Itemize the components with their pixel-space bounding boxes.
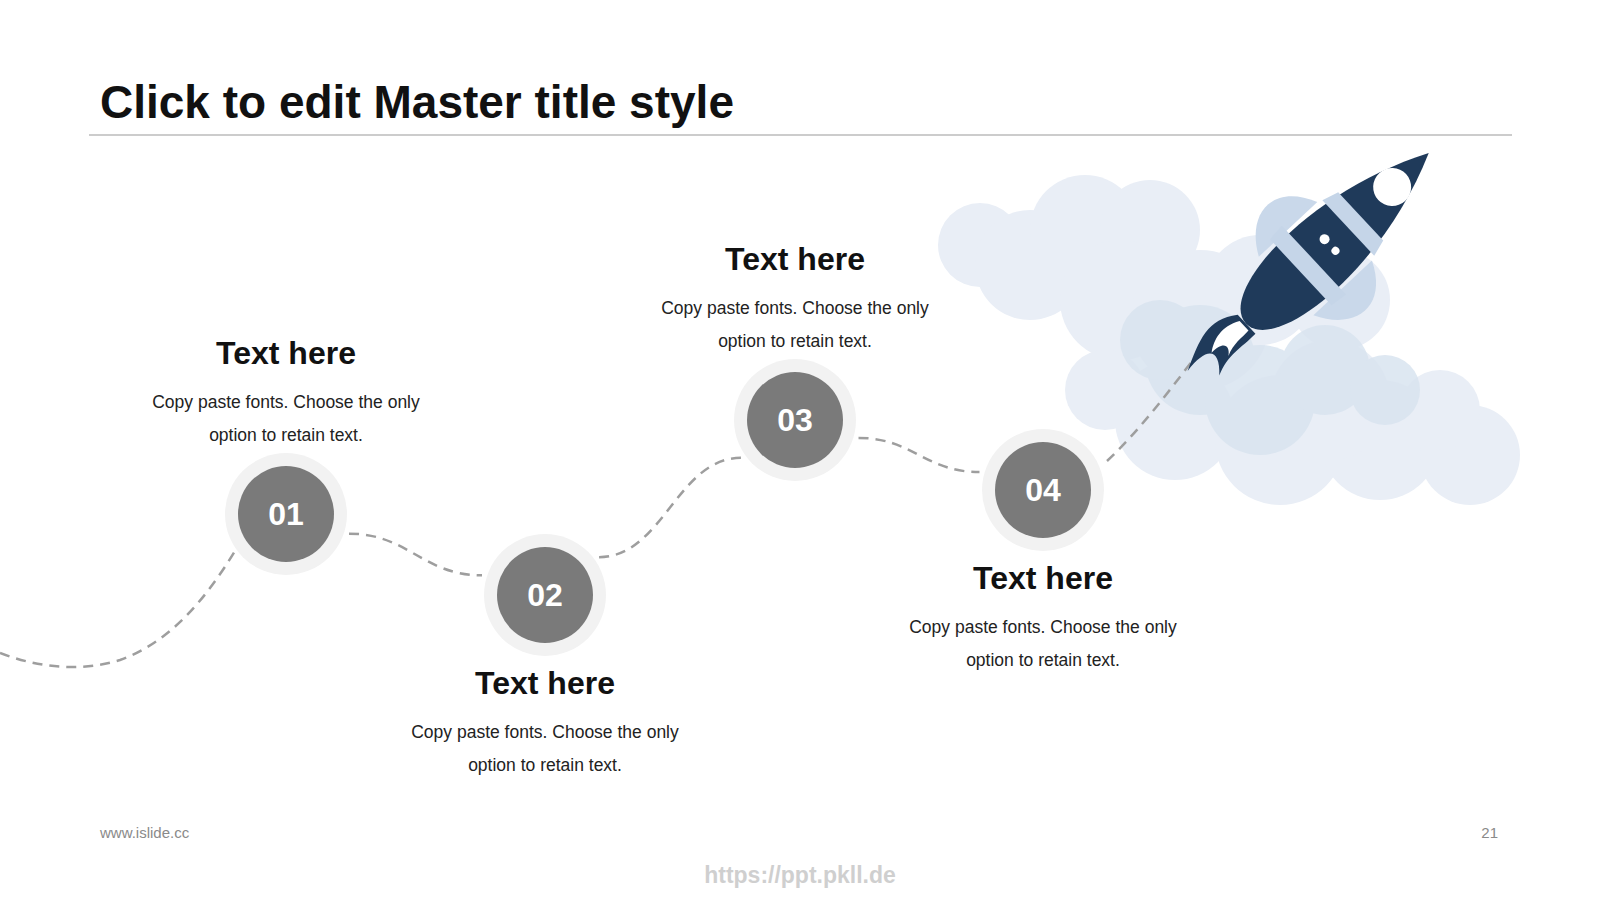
lead-in-path: [0, 551, 235, 667]
step-circle: 03Text hereCopy paste fonts. Choose the …: [734, 359, 856, 481]
step-number: 04: [995, 442, 1091, 538]
dashed-connector: [859, 438, 980, 472]
dashed-connector: [349, 534, 482, 576]
step-description: Copy paste fonts. Choose the only option…: [893, 611, 1193, 677]
step-number: 02: [497, 547, 593, 643]
step-description: Copy paste fonts. Choose the only option…: [136, 386, 436, 452]
step-circle: 04Text hereCopy paste fonts. Choose the …: [982, 429, 1104, 551]
step-description: Copy paste fonts. Choose the only option…: [395, 716, 695, 782]
step-number: 03: [747, 372, 843, 468]
slide-title: Click to edit Master title style: [100, 74, 734, 130]
step-heading: Text here: [136, 335, 436, 371]
step-number: 01: [238, 466, 334, 562]
step-heading: Text here: [645, 241, 945, 277]
step-circle: 01Text hereCopy paste fonts. Choose the …: [225, 453, 347, 575]
footer-url: www.islide.cc: [100, 824, 189, 841]
step-circle: 02Text hereCopy paste fonts. Choose the …: [484, 534, 606, 656]
step-heading: Text here: [395, 665, 695, 701]
page-number: 21: [1481, 824, 1498, 841]
step-heading: Text here: [893, 560, 1193, 596]
watermark: https://ppt.pkll.de: [704, 862, 896, 889]
rocket: [1142, 100, 1478, 427]
dashed-connector: [599, 458, 741, 557]
step-description: Copy paste fonts. Choose the only option…: [645, 292, 945, 358]
title-rule: [89, 134, 1512, 135]
trail-path: [1107, 352, 1199, 461]
